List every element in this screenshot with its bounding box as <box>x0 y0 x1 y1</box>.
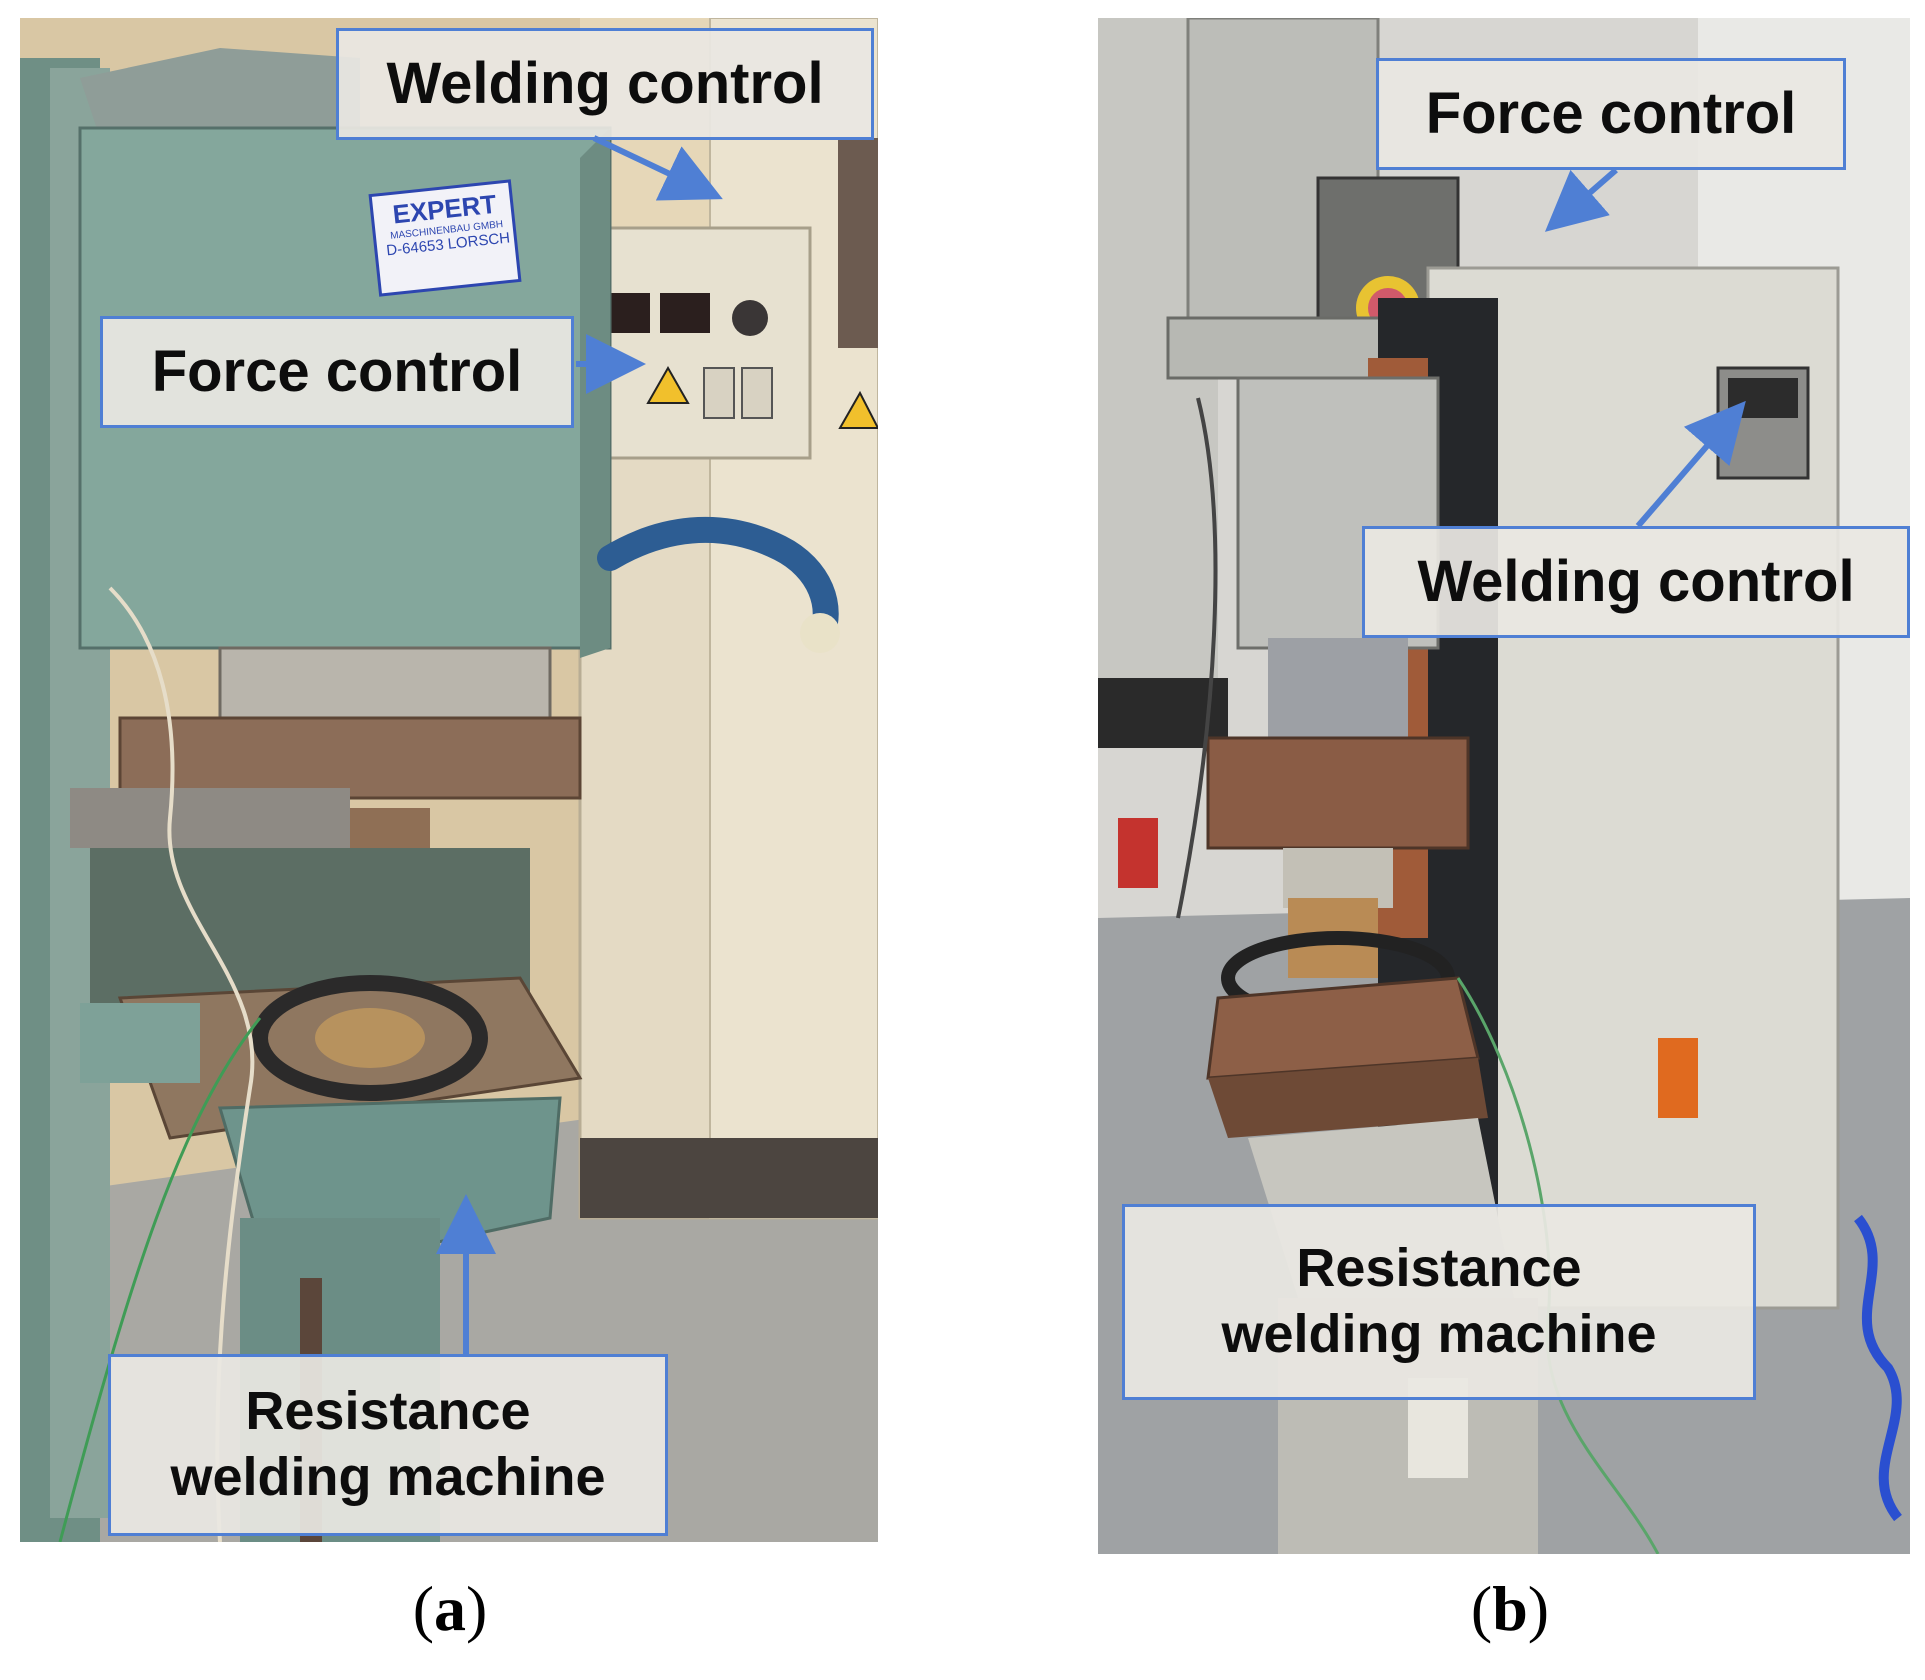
caption-b: (b) <box>1470 1573 1550 1644</box>
photo-panel-a: Welding control Force control Resistance… <box>20 18 878 1542</box>
resistance-welding-machine-label: Resistance welding machine <box>108 1354 668 1536</box>
force-control-label: Force control <box>100 316 574 428</box>
welding-control-label: Welding control <box>1362 526 1910 638</box>
caption-a: (a) <box>412 1573 488 1644</box>
photo-a-welding-machine <box>20 18 878 1542</box>
welding-control-label: Welding control <box>336 28 874 140</box>
photo-panel-b: Force control Welding control Resistance… <box>1098 18 1910 1554</box>
force-control-label: Force control <box>1376 58 1846 170</box>
resistance-welding-machine-label: Resistance welding machine <box>1122 1204 1756 1400</box>
